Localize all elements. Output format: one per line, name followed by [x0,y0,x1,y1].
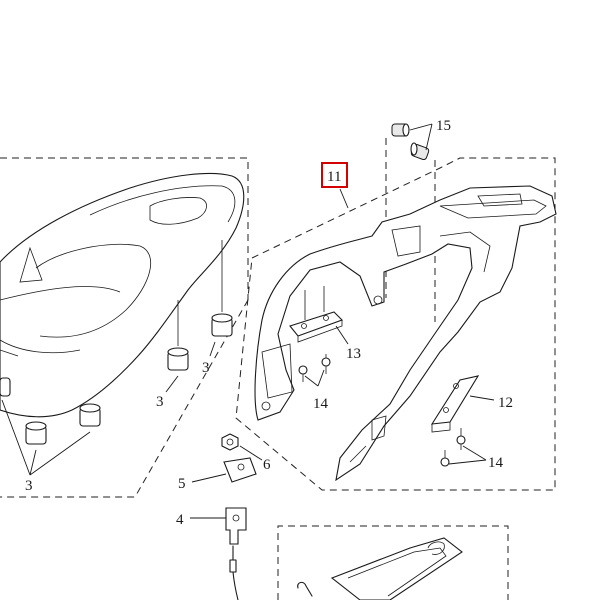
screw[interactable] [298,365,308,382]
grab-rail[interactable] [254,185,557,482]
rubber-mount[interactable] [79,403,101,427]
callout-13[interactable]: 13 [346,346,361,362]
seat-lock[interactable] [225,507,247,545]
callout-12[interactable]: 12 [498,395,513,411]
rubber-mount[interactable] [167,347,189,371]
screw[interactable] [440,450,450,467]
seat[interactable] [0,172,245,418]
nut[interactable] [221,433,239,451]
hook[interactable] [297,581,313,597]
rubber-mount[interactable] [0,377,11,397]
latch-group: 6 5 4 [176,433,271,600]
callout-3[interactable]: 3 [202,360,210,376]
screw[interactable] [321,354,331,374]
callout-11-highlight-box [321,162,348,188]
seat-cable[interactable] [229,545,239,600]
seat-group: 3 3 3 [0,157,249,498]
lower-kit-group [277,525,509,600]
callout-15[interactable]: 15 [436,118,451,134]
callout-14[interactable]: 14 [488,455,504,471]
callout-4[interactable]: 4 [176,512,184,528]
rubber-cap[interactable] [410,142,430,161]
grab-rail-group: 11 15 13 14 [235,118,557,491]
screw[interactable] [456,428,466,450]
spacer-block[interactable] [289,311,343,337]
callout-3[interactable]: 3 [156,394,164,410]
rail-bracket[interactable] [430,375,480,425]
callout-6[interactable]: 6 [263,457,271,473]
seat-cover[interactable] [330,537,463,600]
rubber-mount[interactable] [25,421,47,445]
callout-14[interactable]: 14 [313,396,329,412]
rubber-mount[interactable] [211,313,233,337]
callout-5[interactable]: 5 [178,476,186,492]
rubber-cap[interactable] [391,123,410,137]
callout-3[interactable]: 3 [25,478,33,494]
callout-11[interactable]: 11 [327,169,341,185]
